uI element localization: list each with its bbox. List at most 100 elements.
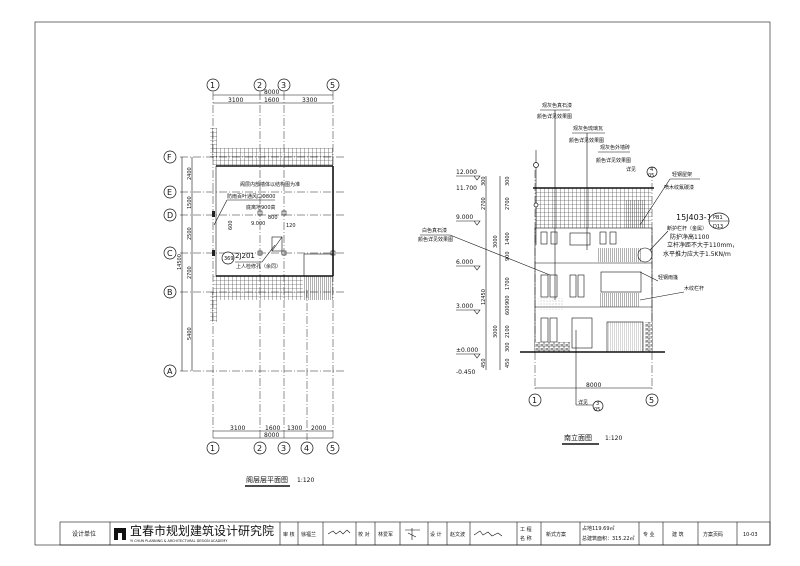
vent-note: 防雨百叶通风口Φ800 [227, 193, 275, 200]
drawing-label: PB1 [713, 215, 723, 221]
drawing-label: 4 [650, 167, 653, 173]
drawing-label: 14500 [177, 254, 183, 270]
drawing-line [540, 317, 549, 343]
drawing-line [600, 271, 642, 293]
plan-scale: 1:120 [297, 477, 314, 484]
drawing-label: 1600 [264, 97, 279, 104]
drawing-line [300, 441, 314, 455]
drawing-line [303, 253, 334, 277]
roof-tile-top [213, 148, 333, 166]
drawing-label: 观灰色外墙砖 [600, 144, 630, 151]
drawing-label: 4 [304, 444, 309, 453]
drawing-label: 9.000 [456, 214, 473, 221]
drawing-label: F [167, 153, 172, 162]
garage-door [607, 322, 643, 352]
drawing-label: 断护栏杆（金属） [667, 225, 707, 232]
drawing-line [213, 199, 228, 226]
drawing-label: 总建筑面积：315.22㎡ [582, 535, 635, 542]
drawing-label: 轻钢屋架 [672, 171, 692, 178]
project-name: 新式方案 [546, 531, 566, 538]
drawing-label: 1300 [287, 425, 302, 432]
drawing-label: 1 [210, 81, 215, 90]
windows [540, 231, 642, 349]
drawing-label: 450 [481, 358, 487, 368]
wall-note: 阁层内部墙体以结构图为准 [240, 181, 300, 188]
drawing-line [592, 400, 604, 412]
elev-axis-5 [645, 393, 659, 407]
drawing-line [210, 292, 217, 322]
drawing-label: 1400 [505, 232, 511, 245]
drawing-label: 3100 [230, 425, 245, 432]
plan-axis-bubbles-bottom: 1 2 3 4 5 [206, 441, 340, 455]
sheet-border [34, 21, 771, 546]
drawing-line [59, 521, 771, 546]
drawing-label: 900 [505, 251, 511, 261]
drawing-line [210, 128, 217, 158]
drawing-label: 详见 [626, 166, 636, 173]
plan-axis-bubbles-top: 1 2 3 5 [206, 78, 340, 92]
drawing-label: 2500 [187, 227, 193, 240]
drawing-line [540, 231, 548, 245]
drawing-label: 11.700 [456, 185, 477, 192]
atlas-ref: 15J403-1 [676, 213, 712, 222]
stone-base [535, 342, 570, 352]
drawing-label: 喷木纹氟碳漆 [664, 184, 694, 191]
drawing-label: 颜色详见效果图 [418, 236, 453, 243]
drawing-label: 详见 [578, 399, 588, 406]
drawing-label: 12450 [481, 289, 487, 305]
drawing-label: A [167, 367, 173, 376]
drawing-line [549, 317, 558, 343]
drawing-label: -0.450 [456, 369, 476, 376]
drawing-label: 颜色详见效果图 [596, 157, 631, 164]
drawing-line [212, 211, 215, 217]
balcony-railing-lower [600, 293, 640, 307]
drawing-line [163, 208, 177, 222]
balcony-railing-upper [598, 248, 642, 262]
drawing-line [645, 322, 652, 352]
elevation-scale: 1:120 [605, 435, 622, 442]
drawing-label: 2100 [505, 325, 511, 338]
drawing-label: 2700 [187, 266, 193, 279]
drawing-line [456, 175, 481, 359]
drawing-line [540, 274, 549, 298]
drawing-label: 设计单位 [72, 530, 96, 538]
drawing-label: 水平推力应大于1.5KN/m [663, 250, 731, 258]
drawing-label: 3000 [493, 235, 499, 248]
drawing-line [163, 185, 177, 199]
drawing-line [277, 441, 291, 455]
reviewer-signature [327, 529, 351, 535]
drawing-line [326, 78, 340, 92]
vent-height-note: 底离地900高 [246, 204, 276, 211]
drawing-line [114, 528, 126, 540]
drawing-line [538, 298, 563, 310]
drawing-label: 校 对 [358, 531, 370, 538]
roof-tile-bottom [213, 276, 303, 300]
drawing-line [646, 166, 658, 178]
drawing-line [533, 162, 539, 168]
drawing-label: B [167, 288, 173, 297]
drawing-label: 800 [268, 215, 278, 221]
drawing-line [625, 200, 645, 228]
drawing-label: 5 [330, 444, 335, 453]
drawing-label: 专 业 [643, 531, 655, 538]
drawing-label: 8000 [264, 89, 279, 96]
drawing-line [303, 276, 333, 300]
drawing-label: 2400 [187, 167, 193, 180]
drawing-label: 300 [481, 176, 487, 186]
drawing-label: 2 [257, 444, 262, 453]
plan-level: 9.000 [251, 221, 265, 227]
drawing-label: 12.000 [456, 169, 477, 176]
drawing-label: 2700 [481, 197, 487, 210]
elevation-title: 南立面图 [564, 433, 592, 442]
drawing-label: 建 筑 [672, 531, 684, 538]
drawing-label: 颜色详见效果图 [537, 113, 572, 120]
drawing-label: 3000 [493, 325, 499, 338]
drawing-line [281, 250, 287, 256]
ladder-ref-symbol [221, 251, 235, 265]
drawing-label: 5400 [187, 327, 193, 340]
drawing-line [257, 250, 263, 256]
drawing-label: 6.000 [456, 259, 473, 266]
elev-axis-1 [528, 393, 542, 407]
drawing-label: 3.000 [456, 303, 473, 310]
